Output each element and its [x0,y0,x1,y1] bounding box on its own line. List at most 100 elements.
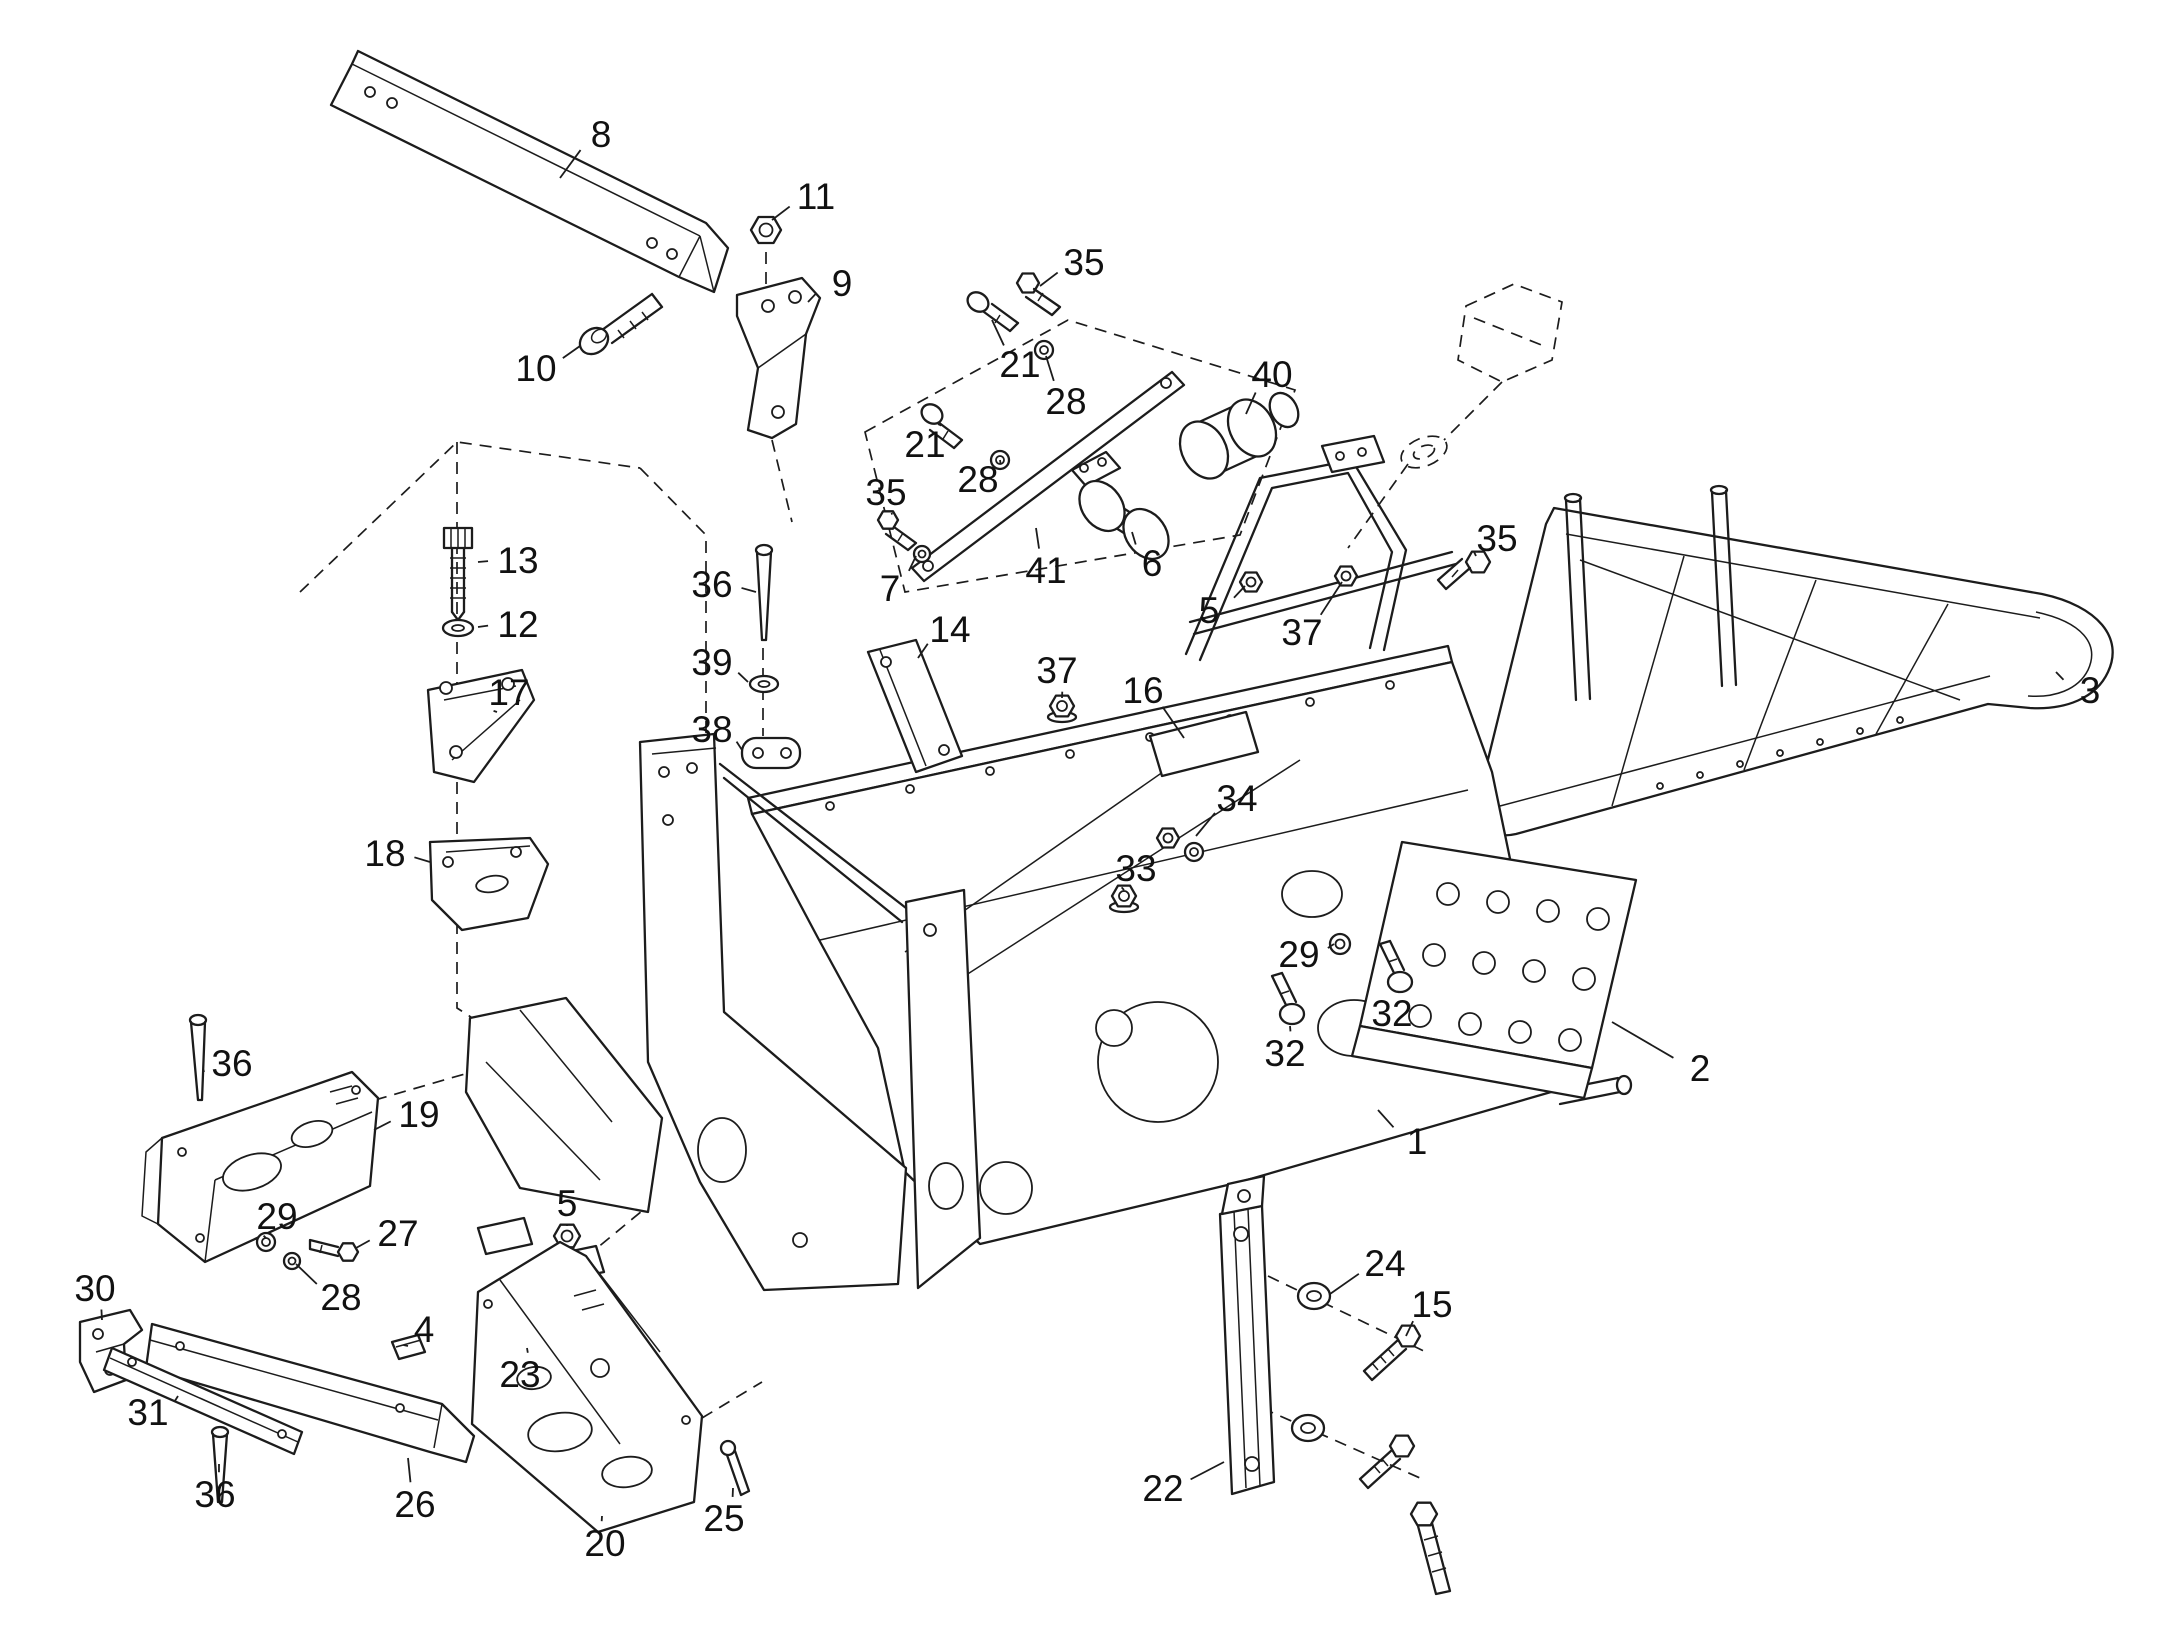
callout-leader-line [807,293,817,303]
callout-leader-line [1377,1109,1395,1128]
callout-leader-line [1233,585,1246,599]
part-callout-13: 13 [497,540,538,581]
part-22-bracket [1218,1174,1276,1496]
part-callout-12: 12 [497,604,538,645]
part-callout-9: 9 [832,263,853,304]
part-callout-38: 38 [691,709,732,750]
part-28-washer-left [282,1251,302,1271]
callout-leader-line [1245,392,1257,415]
part-19-panel [141,1070,380,1264]
callout-leader-line [173,1395,179,1403]
callout-leader-line [1035,527,1040,549]
part-callout-39: 39 [691,642,732,683]
part-28-washer-upper [1033,339,1055,361]
callout-leader-line [477,624,489,628]
frame-support-hoop [1184,434,1458,662]
part-25-pin [719,1439,751,1497]
part-callout-2: 2 [1690,1048,1711,1089]
callout-leader-line [2055,671,2065,681]
part-38-link [740,736,802,770]
part-36-pin-bottom [210,1425,230,1504]
part-35-bolt-right [1464,550,1492,574]
part-callout-7: 7 [880,568,901,609]
part-11-nut [749,215,783,245]
part-callout-36: 36 [194,1474,235,1515]
part-callout-34: 34 [1216,778,1257,819]
callout-leader-line [1190,1461,1225,1481]
frame-posts [1563,484,1738,702]
part-callout-28: 28 [957,459,998,500]
part-callout-15: 15 [1411,1284,1452,1325]
callout-leader-line [1405,1320,1414,1337]
callout-leader-line [355,1239,371,1249]
callout-leader-line [407,1457,412,1483]
callout-leader-line [1120,886,1125,891]
part-4-clip [390,1333,427,1361]
part-callout-29: 29 [1278,934,1319,975]
callout-leader-line [1611,1021,1674,1059]
part-2-running-board [1350,840,1638,1100]
part-callout-36: 36 [691,564,732,605]
part-13-bolt [442,526,474,622]
part-36-pin-top [754,543,774,642]
part-callout-5: 5 [557,1183,578,1224]
callout-leader-line [493,710,498,713]
part-callout-32: 32 [1371,993,1412,1034]
callout-leader-line [100,1309,103,1321]
part-callout-6: 6 [1142,543,1163,584]
part-callout-11: 11 [797,176,835,217]
fasteners-24-15 [1290,1281,1452,1596]
part-callout-19: 19 [398,1094,439,1135]
part-9-bracket [735,276,822,440]
part-callout-25: 25 [703,1498,744,1539]
part-17-bracket [426,668,536,784]
callout-leader-line [1473,551,1477,557]
callout-leader-line [890,512,893,515]
callout-leader-line [991,319,1005,346]
part-15-bolt-mid [1358,1434,1416,1490]
part-callout-27: 27 [377,1213,418,1254]
callout-leader-line [908,555,917,572]
part-callout-35: 35 [1063,242,1104,283]
callout-leader-line [373,1120,392,1131]
part-15-bolt-long [1409,1501,1452,1596]
part-40-coupler [1178,391,1300,480]
part-32-bolt-left [1270,971,1306,1026]
part-callout-28: 28 [320,1277,361,1318]
part-3-rear-frame [1475,506,2114,837]
callout-leader-line [741,587,757,593]
part-1-main-frame [464,644,1633,1292]
part-7-washer [912,544,932,564]
part-callout-22: 22 [1142,1468,1183,1509]
part-36-pin-left [188,1013,208,1102]
part-27-bolt [308,1238,360,1262]
part-callout-21: 21 [904,424,945,465]
part-callout-28: 28 [1045,381,1086,422]
part-callout-29: 29 [256,1196,297,1237]
part-callout-30: 30 [74,1268,115,1309]
part-callout-10: 10 [515,348,556,389]
part-20-panel [470,1240,704,1534]
part-callout-36: 36 [211,1043,252,1084]
callout-leader-line [295,1263,318,1285]
part-callout-14: 14 [929,609,970,650]
callout-leader-line [526,1347,529,1353]
part-callout-5: 5 [1199,590,1220,631]
part-callout-32: 32 [1264,1033,1305,1074]
part-callout-17: 17 [488,672,529,713]
part-callout-3: 3 [2080,670,2101,711]
part-callout-24: 24 [1364,1243,1405,1284]
part-callout-23: 23 [499,1354,540,1395]
part-15-bolt-upper [1362,1324,1422,1382]
callout-leader-line [262,1235,267,1239]
part-callout-35: 35 [865,472,906,513]
part-16-id-plate [1148,710,1260,778]
part-callout-35: 35 [1476,518,1517,559]
callout-leader-line [202,1069,205,1073]
frame-fasteners [1046,550,1492,1026]
callout-leader-line [1161,706,1185,739]
part-26-rail [144,1322,476,1464]
callout-leader-line [1131,531,1137,545]
part-callout-37: 37 [1281,612,1322,653]
